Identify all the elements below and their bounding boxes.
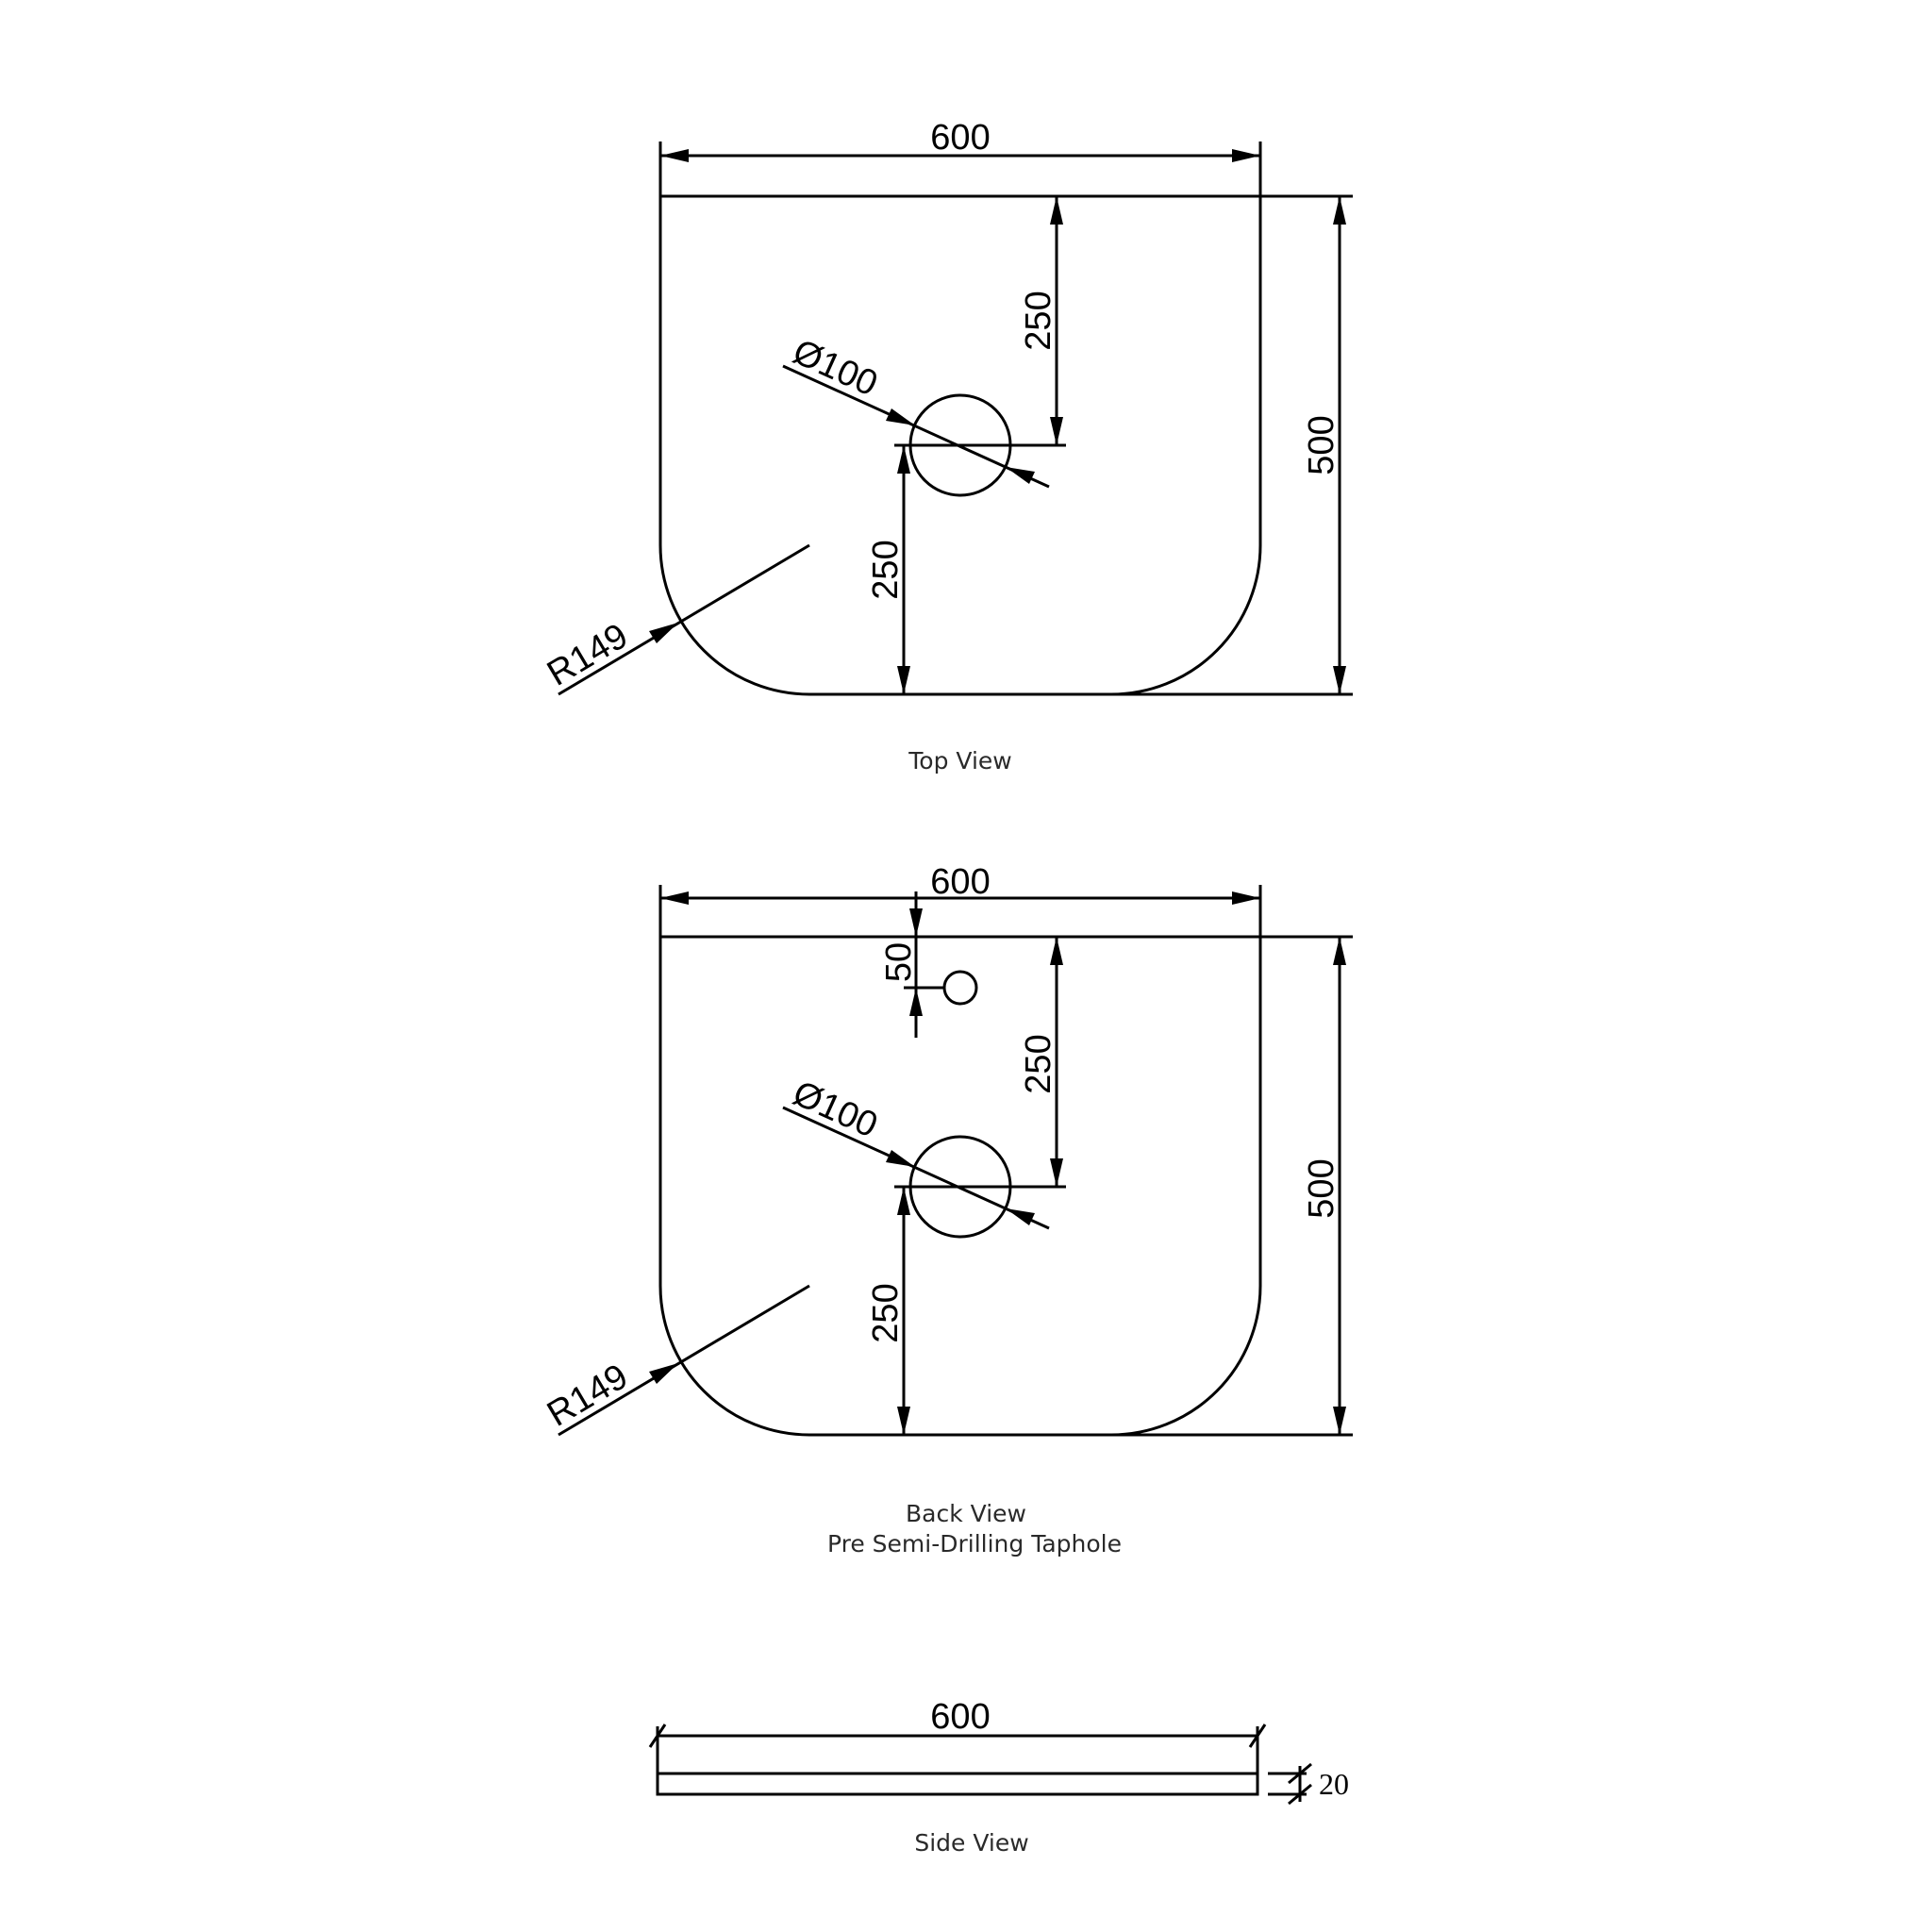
back-taphole-arrow-top — [909, 908, 923, 937]
side-width-tick-left — [648, 1724, 667, 1748]
back-taphole-arrow-bottom — [909, 988, 923, 1016]
back-hole-to-back-arrow-bottom — [1050, 1158, 1063, 1187]
back-width-arrow-left — [660, 891, 689, 905]
top-width-arrow-left — [660, 149, 689, 162]
back-view: 600 50 500 250 250 Ø100 R149 — [541, 862, 1353, 1557]
back-taphole-label: 50 — [879, 942, 919, 982]
top-radius-label: R149 — [541, 616, 635, 693]
back-radius-arrow — [649, 1363, 678, 1384]
top-view-caption: Top View — [908, 747, 1011, 774]
top-diameter-arrow-left — [886, 408, 915, 425]
top-width-arrow-right — [1232, 149, 1260, 162]
top-depth-arrow-bottom — [1333, 666, 1346, 694]
side-thickness-label: 20 — [1319, 1767, 1349, 1801]
back-hole-to-front-label: 250 — [866, 1283, 906, 1342]
back-depth-arrow-bottom — [1333, 1407, 1346, 1435]
back-depth-arrow-top — [1333, 937, 1346, 965]
side-view: 600 20 Side View — [648, 1697, 1349, 1857]
top-radius-arrow — [649, 623, 678, 643]
back-diameter-arrow-left — [886, 1150, 915, 1167]
back-width-arrow-right — [1232, 891, 1260, 905]
back-diameter-label: Ø100 — [787, 1074, 883, 1146]
top-depth-arrow-top — [1333, 196, 1346, 225]
top-hole-to-front-label: 250 — [866, 540, 906, 599]
top-diameter-arrow-right — [1006, 467, 1035, 484]
top-hole-to-back-arrow-top — [1050, 196, 1063, 225]
back-view-taphole — [942, 970, 978, 1006]
side-view-caption: Side View — [914, 1829, 1028, 1857]
top-diameter-label: Ø100 — [787, 332, 883, 405]
back-width-label: 600 — [930, 862, 990, 902]
top-width-label: 600 — [930, 118, 990, 158]
side-width-label: 600 — [930, 1697, 990, 1737]
top-hole-to-back-label: 250 — [1019, 291, 1058, 350]
back-hole-to-back-label: 250 — [1019, 1034, 1058, 1093]
top-radius-leader — [558, 543, 810, 696]
side-thickness-tick-bottom — [1288, 1783, 1312, 1806]
top-hole-to-back-arrow-bottom — [1050, 417, 1063, 445]
back-radius-leader — [558, 1284, 810, 1437]
back-depth-label: 500 — [1302, 1158, 1341, 1218]
side-width-tick-right — [1248, 1724, 1267, 1748]
back-radius-label: R149 — [541, 1357, 635, 1434]
side-thickness-tick-top — [1288, 1762, 1312, 1785]
back-view-subcaption: Pre Semi-Drilling Taphole — [827, 1530, 1122, 1557]
top-depth-label: 500 — [1302, 415, 1341, 475]
side-view-slab — [656, 1772, 1259, 1796]
back-hole-to-front-arrow-top — [897, 1187, 910, 1215]
back-diameter-leader — [782, 1106, 1050, 1230]
top-diameter-leader — [782, 364, 1050, 489]
top-view: 600 500 250 250 Ø100 R149 Top View — [541, 118, 1353, 774]
back-diameter-arrow-right — [1006, 1208, 1035, 1225]
back-hole-to-back-arrow-top — [1050, 937, 1063, 965]
back-hole-to-front-arrow-bottom — [897, 1407, 910, 1435]
top-hole-to-front-arrow-top — [897, 445, 910, 474]
top-hole-to-front-arrow-bottom — [897, 666, 910, 694]
back-view-caption: Back View — [906, 1500, 1026, 1527]
